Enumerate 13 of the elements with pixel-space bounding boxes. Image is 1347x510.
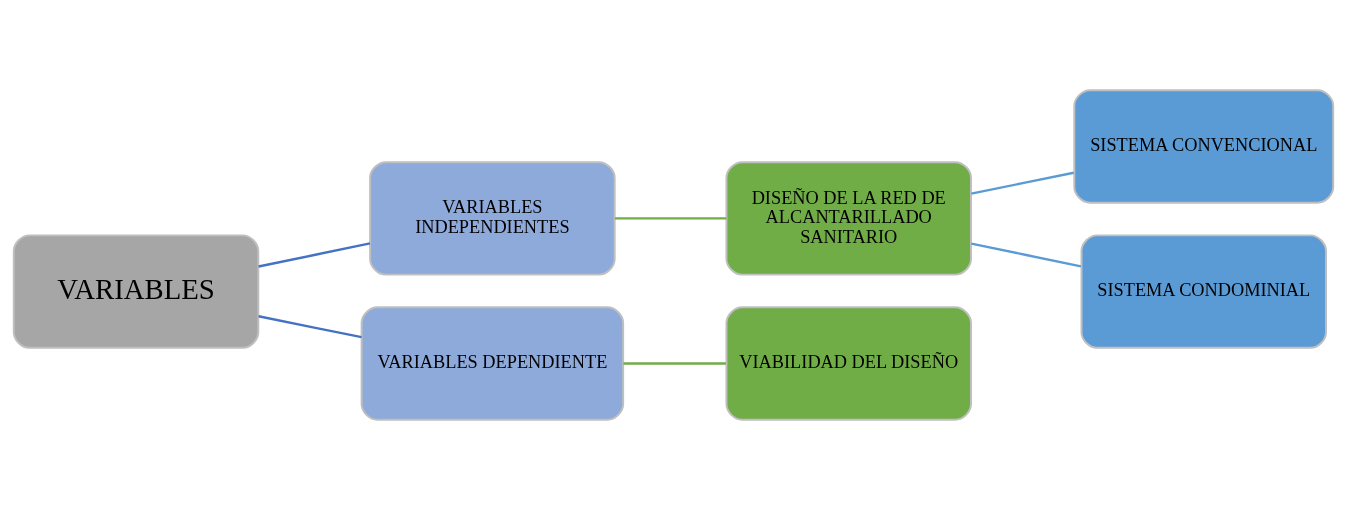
connector <box>971 242 1082 268</box>
node-box: VIABILIDAD DEL DISEÑO <box>725 306 972 421</box>
connector <box>614 217 727 220</box>
node-box: VARIABLES INDEPENDIENTES <box>369 161 616 276</box>
connector <box>258 315 362 339</box>
connector <box>971 171 1074 195</box>
connector <box>258 242 371 268</box>
node-box: VARIABLES DEPENDIENTE <box>360 306 625 421</box>
node-box: VARIABLES <box>12 234 260 349</box>
connector <box>623 362 726 365</box>
node-box: DISEÑO DE LA RED DE ALCANTARILLADO SANITARIO <box>725 161 972 276</box>
node-box: SISTEMA CONVENCIONAL <box>1073 89 1335 204</box>
node-box: SISTEMA CONDOMINIAL <box>1080 234 1327 349</box>
